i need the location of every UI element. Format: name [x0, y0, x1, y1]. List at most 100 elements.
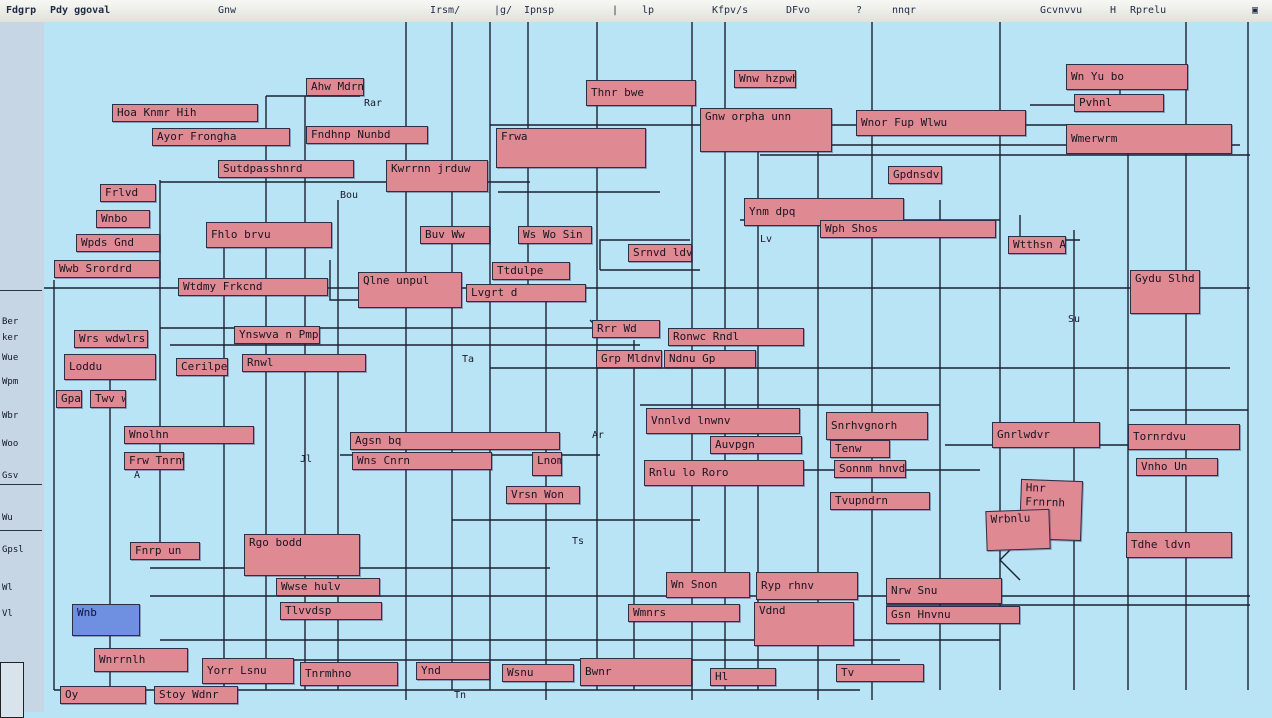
diagram-node[interactable]: Ronwc Rndl [668, 328, 804, 346]
diagram-node[interactable]: Grp Mldnvuul [596, 350, 662, 368]
diagram-node[interactable]: Sutdpasshnrd [218, 160, 354, 178]
diagram-node[interactable]: Tdhe ldvn [1126, 532, 1232, 558]
diagram-node[interactable]: Fnrp un [130, 542, 200, 560]
toolbar-menu-properties[interactable]: Rprelu [1130, 5, 1167, 16]
panel-item[interactable]: Wl [2, 583, 13, 593]
diagram-node[interactable]: Rnwl [242, 354, 366, 372]
diagram-node[interactable]: Wmerwrm [1066, 124, 1232, 154]
panel-item[interactable]: Woo [2, 439, 19, 449]
toolbar-menu-tools[interactable]: Ipnsp [524, 5, 555, 16]
diagram-node[interactable]: Snrhvgnorh [826, 412, 928, 440]
toolbar-close-icon[interactable]: ▣ [1252, 5, 1259, 16]
diagram-node[interactable]: Ryp rhnv [756, 572, 858, 600]
panel-item[interactable]: Gpsl [2, 545, 24, 555]
diagram-node[interactable]: Gnrlwdvr [992, 422, 1100, 448]
diagram-node[interactable]: Wpds Gnd [76, 234, 160, 252]
toolbar-menu-data[interactable]: DFvo [786, 5, 811, 16]
diagram-node[interactable]: Wnbo [96, 210, 150, 228]
diagram-node[interactable]: Wrbnlu [985, 508, 1051, 552]
toolbar-menu-format[interactable]: |g/ [494, 5, 513, 16]
diagram-node[interactable]: Yorr Lsnu [202, 658, 294, 684]
diagram-node[interactable]: Gpdnsdv [888, 166, 942, 184]
panel-item[interactable]: Ber [2, 317, 19, 327]
diagram-node[interactable]: Srnvd ldvi [628, 244, 692, 262]
diagram-node[interactable]: Ahw Mdrnsu [306, 78, 364, 96]
diagram-node[interactable]: Agsn bq [350, 432, 560, 450]
diagram-node[interactable]: Tnrmhno [300, 662, 398, 686]
diagram-node[interactable]: Ynswva n Pmpn [234, 326, 320, 344]
diagram-node[interactable]: Wn Yu bo [1066, 64, 1188, 90]
diagram-node[interactable]: Vrsn Won [506, 486, 580, 504]
toolbar-help-icon[interactable]: ? [856, 5, 863, 16]
diagram-node[interactable]: Gpalyw Snp [56, 390, 82, 408]
diagram-node[interactable]: Wtdmy Frkcnd [178, 278, 328, 296]
diagram-node[interactable]: Wsnu [502, 664, 574, 682]
toolbar-menu-edit[interactable]: Pdy ggoval [50, 5, 111, 16]
diagram-node[interactable]: Auvpgn [710, 436, 802, 454]
toolbar-menu-window[interactable]: nnqr [892, 5, 917, 16]
diagram-node[interactable]: Wmnrs [628, 604, 740, 622]
diagram-node[interactable]: Ndnu Gp [664, 350, 756, 368]
diagram-node[interactable]: Ayor Frongha [152, 128, 290, 146]
diagram-node[interactable]: Vnnlvd lnwnv [646, 408, 800, 434]
diagram-node[interactable]: Kwrrnn jrduw [386, 160, 488, 192]
diagram-node[interactable]: Cerilpe hun [176, 358, 228, 376]
diagram-node[interactable]: Gydu Slhd [1130, 270, 1200, 314]
diagram-node[interactable]: Wns Cnrn [352, 452, 492, 470]
diagram-node[interactable]: Gnw orpha unn [700, 108, 832, 152]
diagram-node[interactable]: Wnor Fup Wlwu [856, 110, 1026, 136]
panel-item[interactable]: Wbr [2, 411, 19, 421]
toolbar-zoom[interactable]: Gcvnvvu [1040, 5, 1083, 16]
diagram-node[interactable]: Hoa Knmr Hih [112, 104, 258, 122]
diagram-node[interactable]: Wwb Srordrd [54, 260, 160, 278]
diagram-node[interactable]: Wrs wdwlrs [74, 330, 148, 348]
diagram-node[interactable]: Fhlo brvu [206, 222, 332, 248]
diagram-node[interactable]: Ynd [416, 662, 490, 680]
diagram-node[interactable]: Rrr Wd [592, 320, 660, 338]
panel-item[interactable]: Wue [2, 353, 19, 363]
diagram-node[interactable]: Bwnr [580, 658, 692, 686]
diagram-node[interactable]: Tvupndrn [830, 492, 930, 510]
toolbar-grid-icon[interactable]: H [1110, 5, 1117, 16]
panel-item[interactable]: ker [2, 333, 19, 343]
toolbar-menu-layout[interactable]: lp [642, 5, 655, 16]
diagram-node[interactable]: Sonnm hnvd [834, 460, 906, 478]
diagram-node[interactable]: Vdnd [754, 602, 854, 646]
diagram-node[interactable]: Pvhnl [1074, 94, 1164, 112]
diagram-node[interactable]: Vnho Un [1136, 458, 1218, 476]
diagram-node[interactable]: Ws Wo Sin [518, 226, 592, 244]
diagram-node[interactable]: Frlvd [100, 184, 156, 202]
diagram-node[interactable]: Tlvvdsp [280, 602, 382, 620]
panel-item[interactable]: Vl [2, 609, 13, 619]
toolbar-menu-insert[interactable]: Irsm/ [430, 5, 461, 16]
diagram-node[interactable]: Ttdulpe [492, 262, 570, 280]
toolbar-menu-file[interactable]: Fdgrp [6, 5, 37, 16]
diagram-node[interactable]: Wnolhn [124, 426, 254, 444]
diagram-node[interactable]: Fndhnp Nunbd [306, 126, 428, 144]
diagram-node[interactable]: Tornrdvu [1128, 424, 1240, 450]
diagram-node[interactable]: Wtthsn Aunb [1008, 236, 1066, 254]
panel-item[interactable]: Gsv [2, 471, 19, 481]
diagram-node[interactable]: Qlne unpul [358, 272, 462, 308]
diagram-node[interactable]: Thnr bwe [586, 80, 696, 106]
toolbar-menu-view[interactable]: Gnw [218, 5, 237, 16]
diagram-node[interactable]: Rgo bodd [244, 534, 360, 576]
diagram-node[interactable]: Wph Shos [820, 220, 996, 238]
diagram-node[interactable]: Wnrrnlh [94, 648, 188, 672]
diagram-node[interactable]: Nrw Snu [886, 578, 1002, 604]
diagram-node[interactable]: Buv Ww [420, 226, 490, 244]
diagram-node[interactable]: Loddu [64, 354, 156, 380]
panel-item[interactable]: Wpm [2, 377, 19, 387]
diagram-node[interactable]: Frw Tnrnwn [124, 452, 184, 470]
panel-thumbnail[interactable] [0, 662, 24, 718]
toolbar-menu-shapes[interactable]: Kfpv/s [712, 5, 749, 16]
panel-item[interactable]: Wu [2, 513, 13, 523]
diagram-node[interactable]: Rnlu lo Roro [644, 460, 804, 486]
diagram-node[interactable]: Wnw hzpwhw [734, 70, 796, 88]
diagram-node[interactable]: Tenw [830, 440, 890, 458]
diagram-node[interactable]: Frwa [496, 128, 646, 168]
diagram-node[interactable]: Tv [836, 664, 924, 682]
diagram-node-highlight[interactable]: Wnb [72, 604, 140, 636]
diagram-node[interactable]: Oy [60, 686, 146, 704]
diagram-node[interactable]: Hl [710, 668, 776, 686]
